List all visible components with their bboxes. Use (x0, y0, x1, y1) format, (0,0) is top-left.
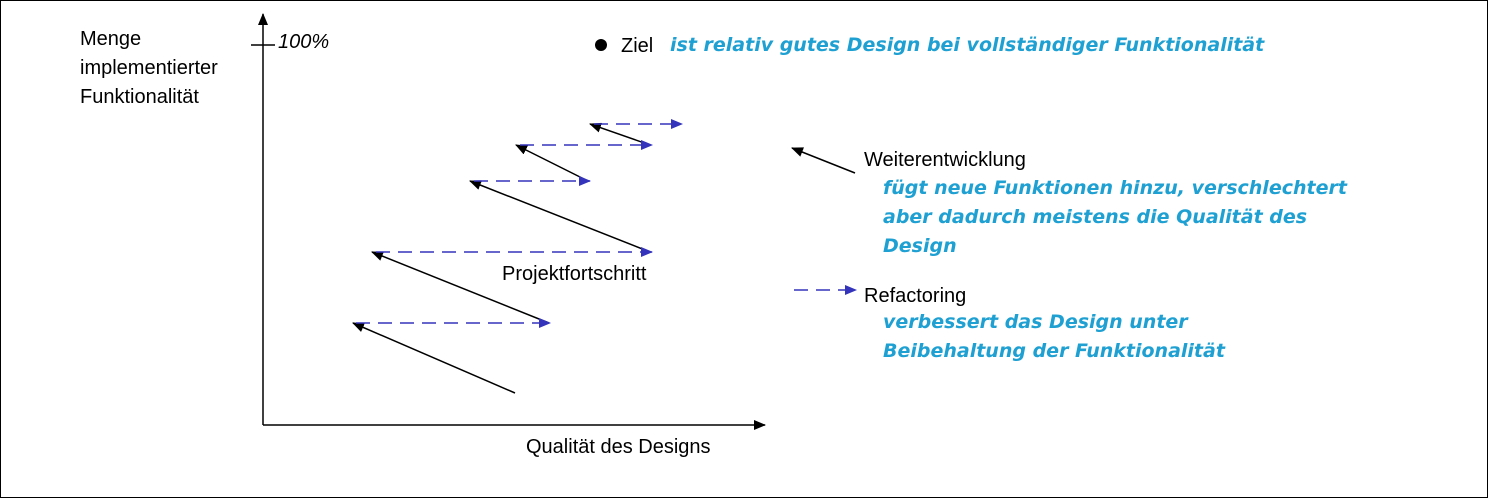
legend-refactoring-line: Beibehaltung der Funktionalität (883, 340, 1225, 362)
y-tick-label: 100% (278, 31, 330, 53)
legend-development-line: fügt neue Funktionen hinzu, verschlechte… (883, 177, 1347, 199)
legend-refactoring-line: verbessert das Design unter (883, 311, 1188, 333)
legend-refactoring-title: Refactoring (864, 285, 967, 307)
development-arrow (469, 180, 651, 253)
development-arrow (352, 322, 516, 394)
y-axis-label-line: Menge (80, 28, 142, 50)
development-arrow (589, 122, 651, 146)
legend-development-line: Design (883, 235, 957, 257)
x-axis-label: Qualität des Designs (526, 436, 711, 458)
y-axis-label-line: implementierter (80, 57, 218, 79)
legend-development-title: Weiterentwicklung (864, 149, 1026, 171)
legend-development-arrow (791, 147, 856, 174)
progress-label: Projektfortschritt (502, 263, 647, 285)
legend-development-line: aber dadurch meistens die Qualität des (883, 206, 1308, 228)
goal-bullet-icon (595, 39, 607, 51)
goal-text: ist relativ gutes Design bei vollständig… (670, 34, 1265, 56)
development-arrow (515, 144, 589, 182)
goal-prefix: Ziel (621, 35, 654, 57)
development-arrow (371, 251, 550, 324)
y-axis-label-line: Funktionalität (80, 86, 199, 108)
y-axis-label: Menge implementierter Funktionalität (80, 25, 218, 112)
